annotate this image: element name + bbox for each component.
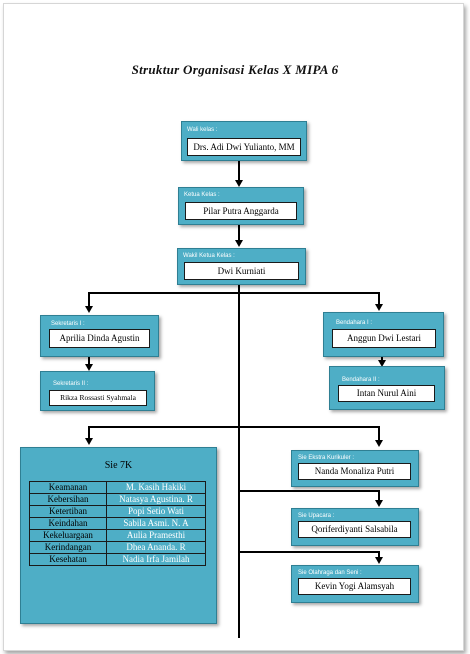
connector-sekretaris-1-2 [88,355,90,367]
name-cell: Nadia Irfa Jamilah [106,553,206,566]
name-cell: Natasya Agustina. R [106,493,206,506]
name-cell: Popi Setio Wati [106,505,206,518]
ketua-kelas-name: Pilar Putra Anggarda [185,202,297,220]
connector-to-sie7k [88,426,90,440]
sie-olahraga-box: Sie Olahraga dan Seni : Kevin Yogi Alams… [291,565,419,603]
wali-kelas-box: Wali kelas : Drs. Adi Dwi Yulianto, MM [181,121,307,161]
role-cell: Keindahan [29,517,107,530]
page-title: Struktur Organisasi Kelas X MIPA 6 [131,62,339,77]
sie-ekskul-box: Sie Ekstra Kurikuler : Nanda Monaliza Pu… [291,450,419,487]
bendahara-1-name: Anggun Dwi Lestari [332,329,436,348]
sekretaris-1-label: Sekretaris I : [51,321,85,327]
sie-olahraga-name: Kevin Yogi Alamsyah [298,578,411,595]
arrow-to-sekretaris [85,306,93,313]
wali-kelas-name: Drs. Adi Dwi Yulianto, MM [187,138,301,156]
name-cell: Aulia Pramesthi [106,529,206,542]
sie-ekskul-label: Sie Ekstra Kurikuler : [298,455,355,461]
name-cell: Sabila Asmi. N. A [106,517,206,530]
arrow-to-olahraga [375,557,383,564]
connector-to-ekskul [378,426,380,442]
branch-line-sie [89,426,380,428]
wali-kelas-label: Wali kelas : [187,127,218,133]
connector-to-olahraga [378,551,380,559]
wakil-ketua-box: Wakil Ketua Kelas : Dwi Kurniati [177,248,306,285]
role-cell: Kerindangan [29,541,107,554]
arrow-to-bendahara-2 [378,360,386,367]
bendahara-1-box: Bendahara I : Anggun Dwi Lestari [323,312,444,357]
sekretaris-2-name: Rikza Rossasti Syahmala [49,390,147,406]
connector-to-sekretaris [88,292,90,308]
role-cell: Kesehatan [29,553,107,566]
ketua-kelas-box: Ketua Kelas : Pilar Putra Anggarda [178,187,304,225]
branch-line-upacara [239,490,380,492]
branch-line-olahraga [239,551,380,553]
name-cell: Dhea Ananda. R [106,541,206,554]
connector-bendahara-1-2 [381,355,383,363]
role-cell: Ketertiban [29,505,107,518]
arrow-to-upacara [375,500,383,507]
arrow-to-sie7k [85,438,93,445]
sie-olahraga-label: Sie Olahraga dan Seni : [298,570,362,576]
sekretaris-2-box: Sekretaris II : Rikza Rossasti Syahmala [40,371,155,411]
name-cell: M. Kasih Hakiki [106,481,206,494]
sekretaris-1-name: Aprilia Dinda Agustin [49,329,150,348]
arrow-to-sekretaris-2 [85,364,93,371]
wakil-ketua-label: Wakil Ketua Kelas : [183,253,235,259]
sie-ekskul-name: Nanda Monaliza Putri [298,463,411,480]
sie-upacara-box: Sie Upacara : Qoriferdiyanti Salsabila [291,508,419,546]
arrow-to-bendahara [375,304,383,311]
bendahara-2-label: Bendahara II : [342,377,380,383]
sekretaris-1-box: Sekretaris I : Aprilia Dinda Agustin [40,315,159,357]
connector-ketua-wakil [238,222,240,242]
role-cell: Keamanan [29,481,107,494]
main-trunk-line [238,283,240,638]
role-cell: Kekeluargaan [29,529,107,542]
connector-to-upacara [378,490,380,502]
connector-wali-ketua [238,160,240,182]
arrow-to-wakil [235,240,243,247]
bendahara-1-label: Bendahara I : [336,320,373,326]
bendahara-2-box: Bendahara II : Intan Nurul Aini [329,366,445,410]
sie-upacara-name: Qoriferdiyanti Salsabila [298,521,411,538]
ketua-kelas-label: Ketua Kelas : [184,192,220,198]
arrow-to-ekskul [375,440,383,447]
branch-line-top [89,292,380,294]
sie-7k-title: Sie 7K [104,460,133,471]
wakil-ketua-name: Dwi Kurniati [184,262,299,280]
connector-to-bendahara [378,292,380,306]
sekretaris-2-label: Sekretaris II : [53,381,89,387]
arrow-to-ketua [235,180,243,187]
role-cell: Kebersihan [29,493,107,506]
bendahara-2-name: Intan Nurul Aini [338,385,435,402]
sie-upacara-label: Sie Upacara : [298,513,335,519]
